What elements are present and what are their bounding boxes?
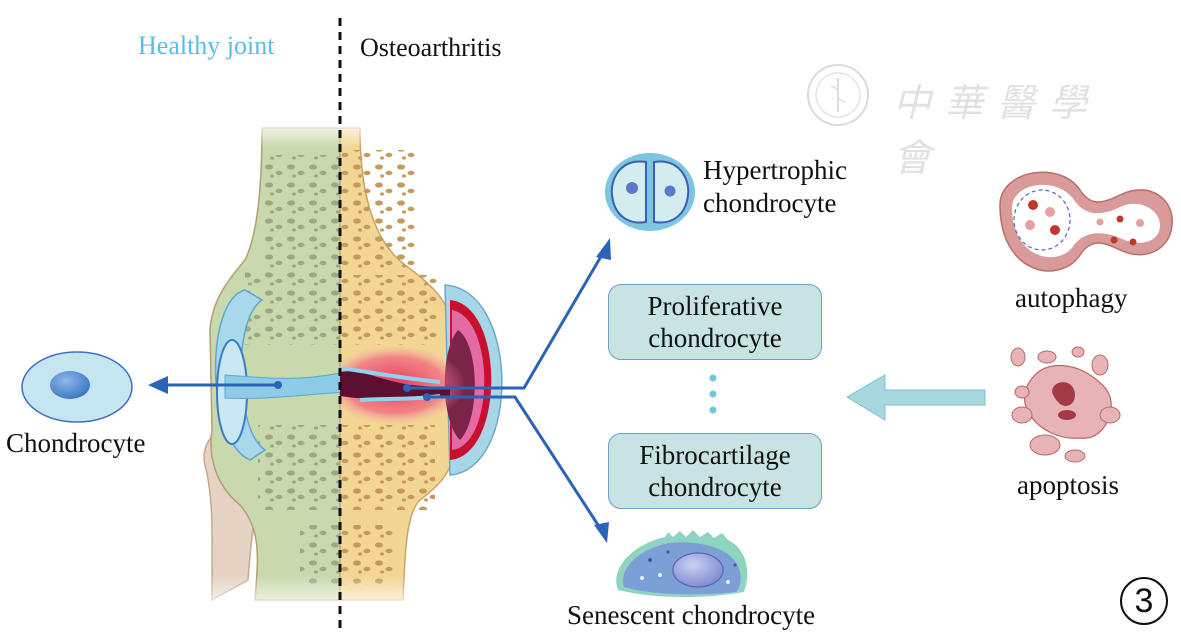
osteoarthritis-joint-half bbox=[340, 127, 503, 601]
healthy-joint-half bbox=[209, 127, 340, 601]
hypertrophic-label-line2: chondrocyte bbox=[703, 188, 837, 218]
senescent-chondrocyte-icon bbox=[616, 530, 748, 598]
big-left-arrow bbox=[846, 374, 986, 421]
proliferative-label-line1: Proliferative bbox=[647, 291, 783, 321]
chondrocyte-cell-icon bbox=[21, 351, 133, 423]
autophagy-label: autophagy bbox=[1015, 283, 1128, 313]
watermark: 中華醫學會 bbox=[805, 62, 1135, 180]
panel-number-badge: 3 bbox=[1120, 577, 1168, 625]
emblem-icon bbox=[807, 64, 869, 126]
watermark-text: 中華醫學會 bbox=[893, 81, 1102, 180]
hypertrophic-chondrocyte-icon bbox=[605, 153, 695, 231]
healthy-joint-label: Healthy joint bbox=[138, 31, 275, 60]
apoptosis-icon bbox=[1010, 346, 1121, 463]
proliferative-label-line2: chondrocyte bbox=[648, 323, 782, 353]
hypertrophic-label: Hypertrophic chondrocyte bbox=[703, 154, 847, 220]
arrow-to-hypertrophic bbox=[403, 238, 611, 392]
fibrocartilage-label-line1: Fibrocartilage bbox=[639, 440, 791, 470]
autophagy-icon bbox=[999, 171, 1173, 272]
apoptosis-label: apoptosis bbox=[1017, 470, 1120, 500]
continuation-dots bbox=[709, 374, 717, 414]
arrow-to-chondrocyte bbox=[148, 376, 282, 394]
chondrocyte-label: Chondrocyte bbox=[6, 428, 146, 458]
fibrocartilage-label-line2: chondrocyte bbox=[648, 472, 782, 502]
arrow-to-senescent bbox=[423, 393, 609, 543]
fibrocartilage-chondrocyte-box: Fibrocartilage chondrocyte bbox=[608, 433, 822, 509]
proliferative-chondrocyte-box: Proliferative chondrocyte bbox=[608, 284, 822, 360]
senescent-label: Senescent chondrocyte bbox=[567, 600, 816, 630]
hypertrophic-label-line1: Hypertrophic bbox=[703, 155, 847, 185]
osteoarthritis-label: Osteoarthritis bbox=[360, 33, 502, 62]
